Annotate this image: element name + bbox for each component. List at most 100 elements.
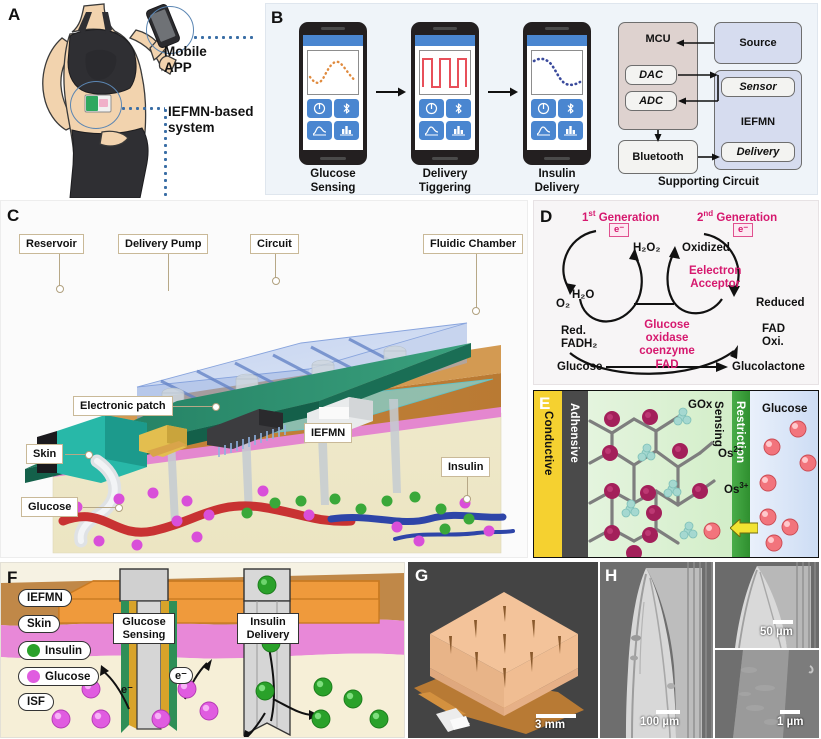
dotmark-circuit (272, 277, 280, 285)
caption-line1: Delivery (422, 168, 468, 180)
fad-oxi-label: FAD Oxi. (762, 323, 785, 349)
gox-coenzyme-label: Glucose oxidase coenzyme FAD (630, 319, 704, 372)
lead-reservoir (59, 253, 61, 287)
panel-e: E Conductive Adhensive Sensing Restricti… (533, 390, 819, 558)
red-square-wave-icon (422, 58, 467, 88)
bar-chart-icon[interactable] (334, 120, 359, 140)
panel-b-letter: B (271, 8, 284, 27)
panel-f: F (0, 562, 405, 738)
panel-a: A Mobile (0, 0, 262, 198)
sem-needle-tip-zoom (715, 562, 819, 648)
bar-chart-icon[interactable] (558, 120, 583, 140)
box-sensing-l2: Sensing (122, 628, 166, 641)
bluetooth-icon[interactable] (446, 99, 471, 118)
phone-screen (303, 35, 363, 150)
gen2-sup: nd (703, 209, 714, 218)
line-chart-icon[interactable] (531, 120, 556, 140)
reduced-label: Reduced (756, 297, 805, 309)
caption-line2: Tiggering (418, 181, 472, 194)
blue-dotted-descending-icon (532, 57, 582, 87)
electron-label-left: e⁻ (121, 684, 133, 696)
dotmark-electronic-patch (212, 403, 220, 411)
dac-block[interactable]: DAC (625, 65, 677, 85)
os2-text: Os (718, 447, 734, 460)
h2o2-label: H₂O₂ (633, 242, 661, 254)
lead-electronic-patch (169, 406, 215, 408)
acceptor-l2: Acceptor (690, 278, 741, 291)
woman-illustration (42, 3, 180, 198)
electron-label-right: e⁻ (169, 667, 193, 684)
lead-glucose (83, 507, 117, 509)
sensor-block: Sensor (721, 77, 795, 97)
phone-speaker-icon (321, 27, 345, 30)
bluetooth-icon[interactable] (558, 99, 583, 118)
app-button-grid[interactable] (419, 99, 471, 140)
panel-g: G 3 mm (408, 562, 598, 738)
panel-c-letter: C (7, 206, 20, 225)
legend-insulin: Insulin (18, 641, 92, 660)
label-fluidic-chamber: Fluidic Chamber (423, 234, 524, 254)
h2o-label: H₂O (572, 289, 595, 301)
power-icon[interactable] (531, 99, 556, 118)
label-mobile-app-l1: Mobile (164, 44, 207, 59)
app-button-grid[interactable] (531, 99, 583, 140)
source-block: Source (714, 22, 802, 64)
label-glucose: Glucose (762, 403, 808, 415)
power-icon[interactable] (307, 99, 332, 118)
panel-f-letter: F (7, 568, 18, 587)
glucose-spheres (759, 420, 817, 552)
bluetooth-icon[interactable] (334, 99, 359, 118)
panel-h: H 100 µm 50 µm 1 µm (600, 562, 819, 738)
scale-label-h-main: 100 µm (640, 716, 680, 728)
label-mobile-app-l2: APP (164, 59, 192, 75)
bar-chart-icon[interactable] (446, 120, 471, 140)
phone-insulin-delivery (523, 22, 591, 165)
glucose-dot-icon (27, 670, 40, 683)
adc-block[interactable]: ADC (625, 91, 677, 111)
label-delivery-pump: Delivery Pump (118, 234, 209, 254)
label-glucose: Glucose (21, 497, 79, 517)
phone-caption-insulin-delivery: Insulin Delivery (511, 168, 603, 194)
panel-b: B (265, 3, 818, 195)
center-l1: Glucose (644, 319, 690, 331)
power-icon[interactable] (419, 99, 444, 118)
dotline-system (120, 107, 165, 110)
phone-statusbar (415, 35, 475, 46)
iefmn-label: IEFMN (740, 116, 776, 128)
dotmark-insulin (463, 495, 471, 503)
legend-isf: ISF (18, 693, 54, 711)
glucose-label: Glucose (557, 361, 603, 373)
red-l1: Red. (561, 325, 586, 337)
phone-highlight-circle (146, 6, 194, 54)
lead-circuit (275, 253, 277, 279)
dotmark-fluidic-chamber (472, 307, 480, 315)
phone-homebar (320, 157, 346, 160)
legend-glucose-label: Glucose (45, 670, 91, 683)
enzyme-cycle-diagram (562, 229, 740, 375)
line-chart-icon[interactable] (419, 120, 444, 140)
label-sensing: Sensing (712, 401, 724, 448)
scalebar-h-topright (773, 620, 793, 624)
legend-iefmn-label: IEFMN (27, 592, 63, 604)
caption-line2: Sensing (310, 181, 356, 194)
gen1-num: 1 (582, 211, 589, 224)
label-iefmn-system-l1: IEFMN-based (168, 104, 254, 119)
oxidized-label: Oxidized (682, 242, 730, 254)
legend-skin-label: Skin (27, 618, 52, 630)
panel-h-letter: H (605, 566, 618, 585)
o2-label: O₂ (556, 298, 571, 310)
gen2-label: 2nd Generation (697, 209, 777, 225)
red-l2: FADH₂ (561, 338, 598, 351)
label-insulin: Insulin (441, 457, 491, 477)
scalebar-h-bottomright (780, 710, 800, 714)
panel-g-letter: G (415, 566, 429, 585)
line-chart-icon[interactable] (307, 120, 332, 140)
center-l3: coenzyme (639, 345, 695, 358)
gen1-label: 1st Generation (582, 209, 659, 225)
panel-c: C (0, 200, 528, 558)
scale-label-h-topright: 50 µm (760, 626, 793, 638)
box-delivery-l1: Insulin (250, 616, 286, 628)
app-button-grid[interactable] (307, 99, 359, 140)
sem-needle-tip-main (600, 562, 713, 738)
caption-line1: Insulin (538, 168, 576, 180)
